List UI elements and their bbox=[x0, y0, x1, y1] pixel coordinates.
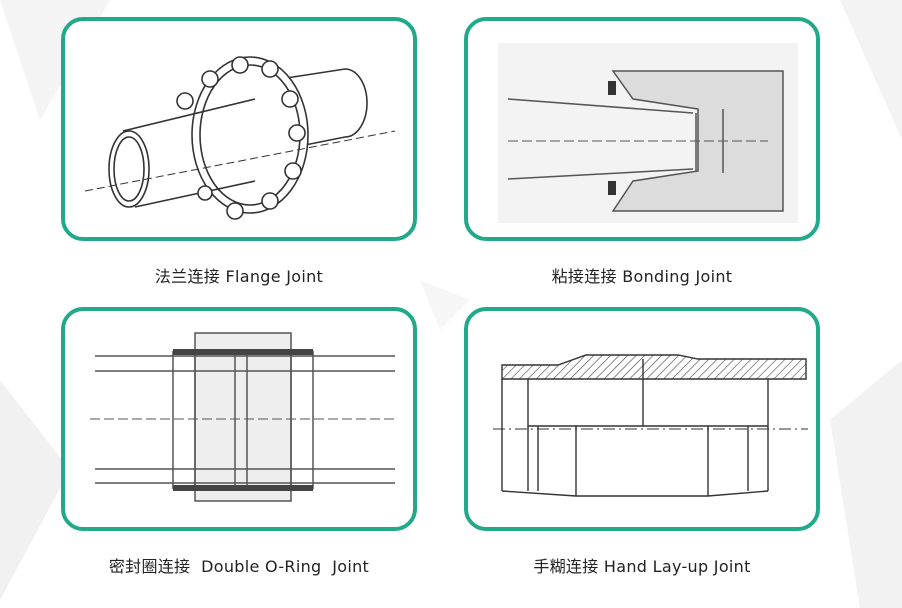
double-o-ring-joint-caption: 密封圈连接 Double O-Ring Joint bbox=[108, 557, 370, 576]
double-o-ring-joint-diagram bbox=[90, 332, 395, 502]
hand-lay-up-joint-card bbox=[464, 307, 820, 531]
bonding-joint-caption: 粘接连接 Bonding Joint bbox=[551, 267, 733, 286]
flange-joint-diagram bbox=[84, 56, 396, 220]
flange-joint-caption: 法兰连接 Flange Joint bbox=[154, 267, 324, 286]
double-o-ring-joint-card bbox=[61, 307, 417, 531]
bonding-joint-diagram bbox=[498, 43, 798, 223]
hand-lay-up-joint-caption: 手糊连接 Hand Lay-up Joint bbox=[533, 557, 751, 576]
bonding-joint-card bbox=[464, 17, 820, 241]
hand-lay-up-joint-diagram bbox=[493, 354, 808, 497]
flange-joint-card bbox=[61, 17, 417, 241]
